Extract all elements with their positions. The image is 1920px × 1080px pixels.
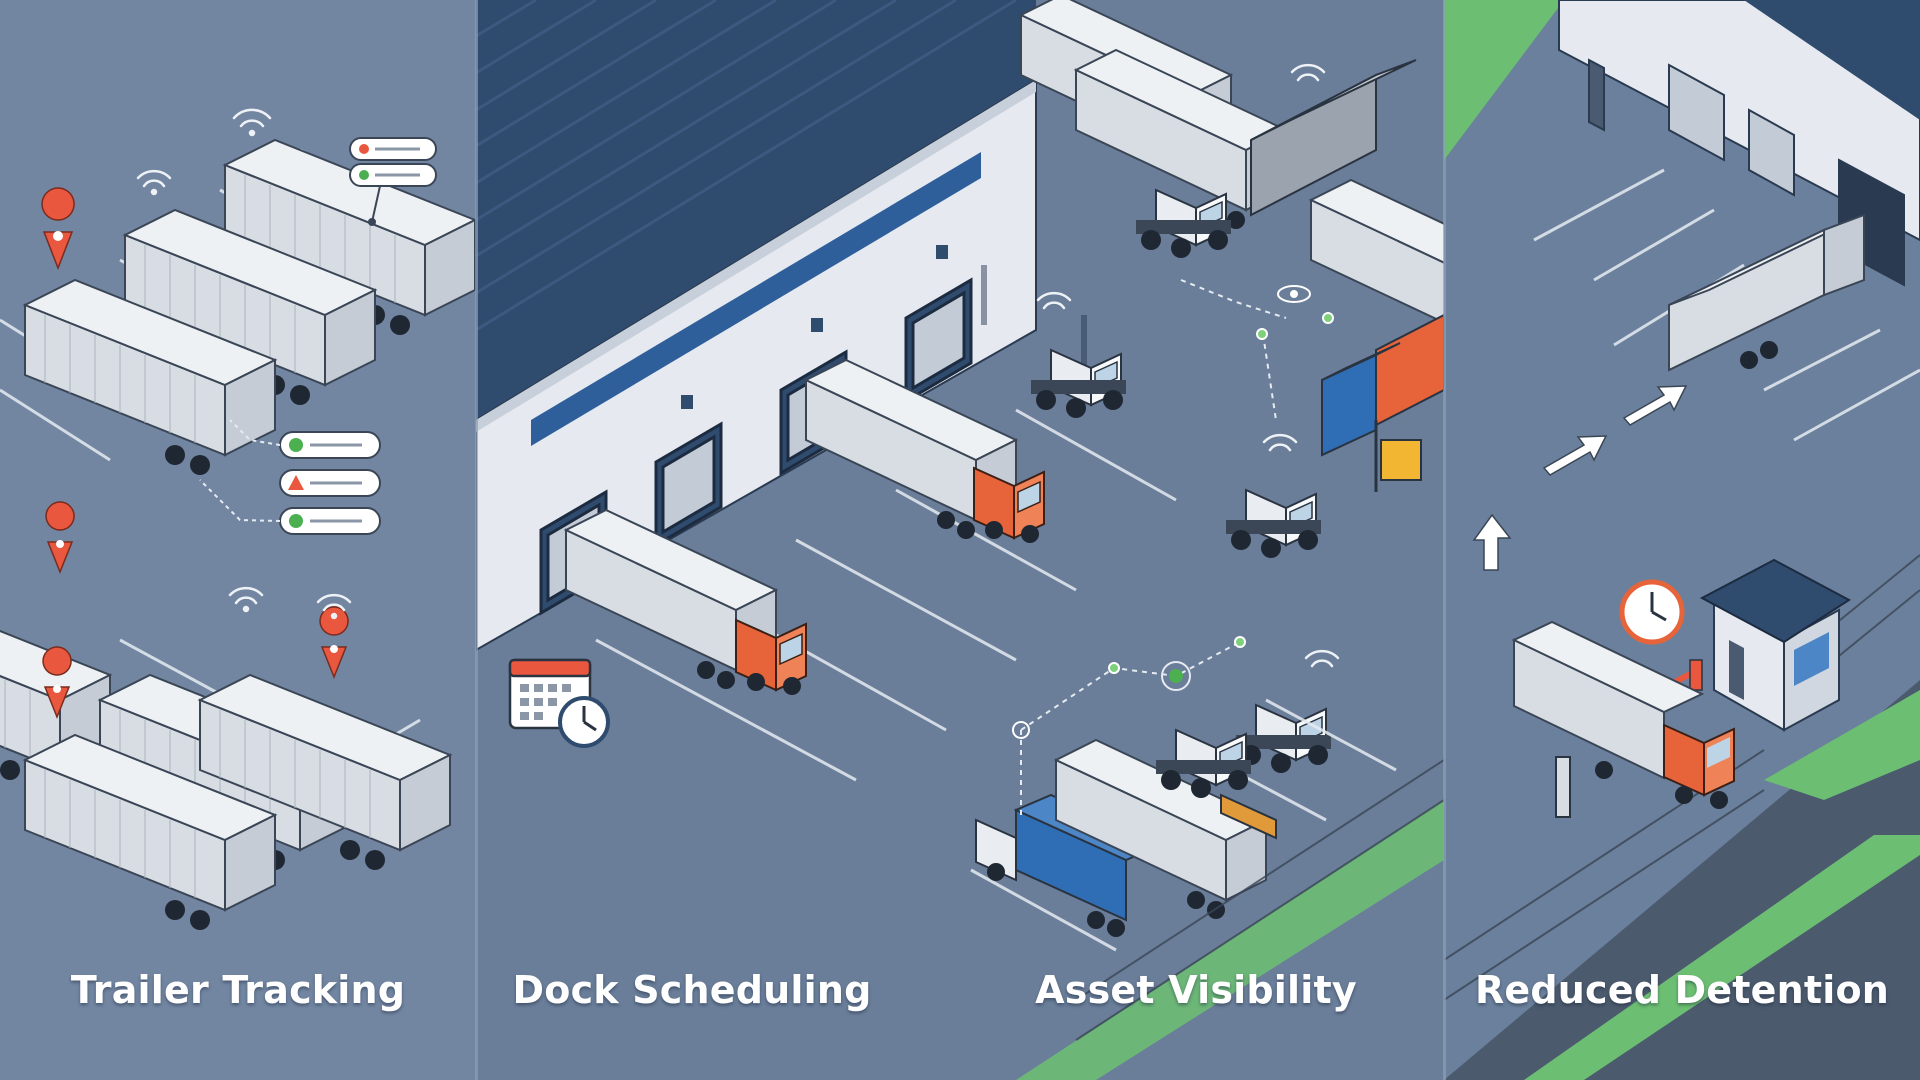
panel-reduced-detention: Reduced Detention (1444, 0, 1920, 1080)
flatbed-truck (1155, 729, 1277, 840)
yard-trailer-3 (1250, 59, 1417, 217)
clock-icon (1619, 579, 1685, 645)
warehouse-building (1558, 0, 1920, 242)
panel-dock-and-assets: Dock Scheduling Asset Visibility (476, 0, 1444, 1080)
fence (1075, 759, 1444, 1041)
wifi-signal-icon (228, 586, 264, 613)
wifi-signal-icon (1036, 291, 1072, 310)
arrow-icon (1542, 435, 1608, 476)
tracking-node (1012, 721, 1030, 739)
yard-cab-2 (1030, 349, 1127, 419)
wifi-signal-icon (316, 593, 352, 620)
grass-strip (1524, 835, 1920, 1080)
map-pin-icon (41, 187, 75, 271)
wifi-signal-icon (232, 108, 272, 137)
tracking-network (1020, 279, 1287, 820)
panel-trailer-tracking: Trailer Tracking (0, 0, 476, 1080)
shipping-containers (1321, 313, 1444, 457)
caption-trailer-tracking: Trailer Tracking (70, 968, 406, 1012)
wifi-signal-icon (1304, 649, 1340, 668)
warning-icon (288, 475, 304, 490)
panel-divider (475, 0, 478, 1080)
map-pin-icon (45, 501, 75, 575)
gate-house (1699, 558, 1851, 732)
arrow-icon (1622, 385, 1688, 426)
trailer-parked (1668, 213, 1865, 372)
wifi-signal-icon (1290, 63, 1326, 82)
wifi-signal-icon (1262, 433, 1298, 452)
caption-asset-visibility: Asset Visibility (1035, 968, 1357, 1012)
gate-post (1555, 756, 1571, 818)
trailer-yard-scene (0, 108, 476, 931)
warehouse-dock-scene (476, 0, 1444, 1080)
warehouse-building (476, 0, 1037, 652)
yard-cab-3 (1225, 489, 1322, 559)
truck-at-gate (1511, 620, 1735, 809)
caption-dock-scheduling: Dock Scheduling (512, 968, 872, 1012)
status-card-icon (349, 137, 437, 226)
clock-icon (558, 696, 610, 748)
docked-truck-1 (565, 509, 807, 696)
wifi-signal-icon (136, 169, 172, 196)
grass-top (1444, 0, 1564, 160)
panel-divider (1443, 0, 1446, 1080)
arrow-icon (1472, 513, 1512, 571)
gate-exit-scene (1444, 0, 1920, 1080)
caption-reduced-detention: Reduced Detention (1474, 968, 1890, 1012)
status-card-icon (199, 419, 381, 535)
eye-icon (1277, 285, 1311, 303)
eye-icon (1161, 661, 1191, 691)
yard-cab-1 (1135, 189, 1232, 259)
forklift (1374, 420, 1422, 492)
